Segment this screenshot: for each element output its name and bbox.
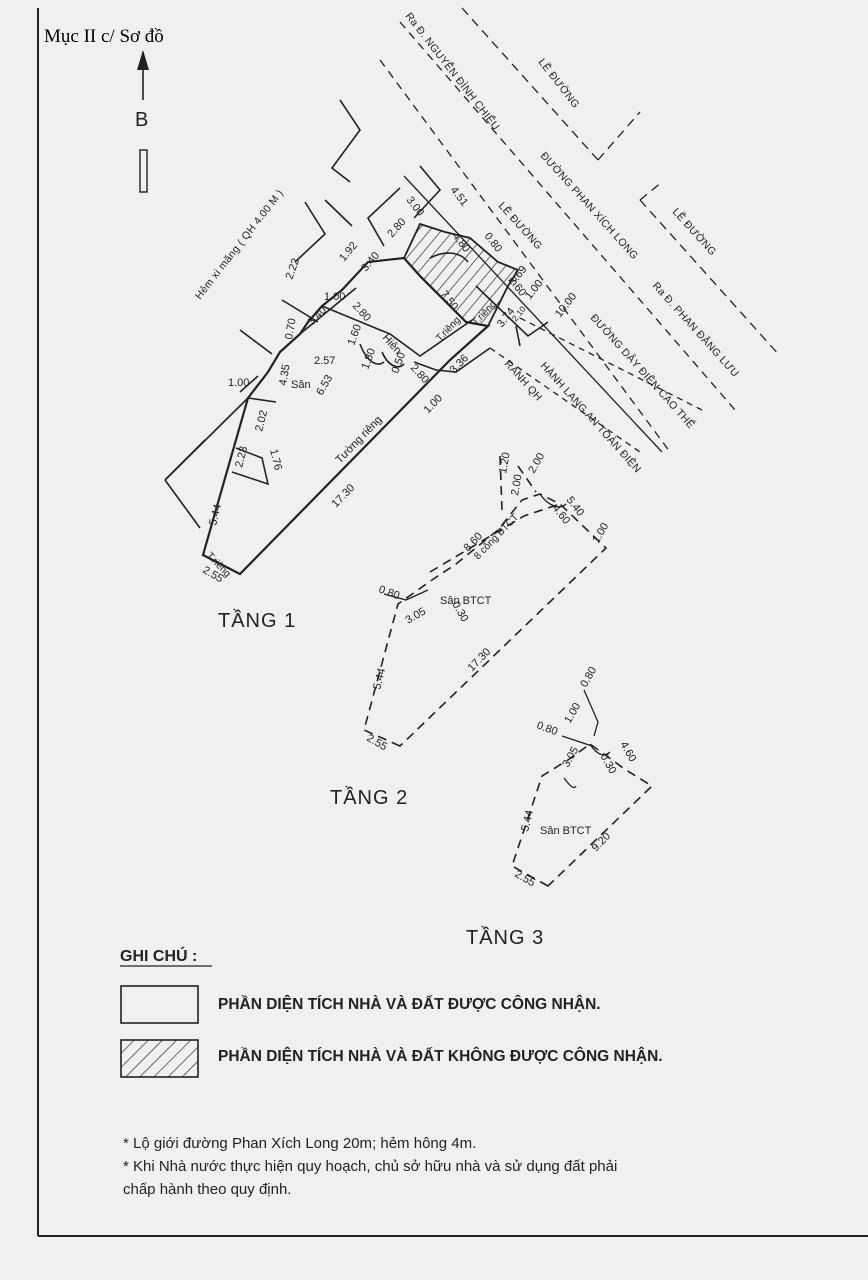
floor1-dimensions: 3.00 4.51 2.80 4.80 0.80 1.92 3.40 2.22 … xyxy=(201,184,580,585)
floor3-solid xyxy=(561,689,611,789)
svg-text:1.00: 1.00 xyxy=(590,521,611,546)
svg-text:2.23: 2.23 xyxy=(233,445,250,469)
street-lines xyxy=(379,7,781,453)
svg-text:2.02: 2.02 xyxy=(253,409,270,433)
svg-text:1.00: 1.00 xyxy=(523,278,546,302)
north-label: B xyxy=(135,109,148,131)
svg-text:1.00: 1.00 xyxy=(324,291,345,303)
svg-text:1.92: 1.92 xyxy=(337,240,360,264)
note-line-3: chấp hành theo quy định. xyxy=(123,1181,291,1198)
svg-text:0.80: 0.80 xyxy=(377,584,401,603)
svg-text:2.22: 2.22 xyxy=(284,257,303,281)
legend-not-recognized-label: PHẦN DIỆN TÍCH NHÀ VÀ ĐẤT KHÔNG ĐƯỢC CÔN… xyxy=(218,1047,663,1065)
svg-text:1.00: 1.00 xyxy=(562,701,583,726)
svg-text:3.05: 3.05 xyxy=(404,605,429,626)
svg-text:ĐƯỜNG DÂY ĐIỆN CAO THẾ: ĐƯỜNG DÂY ĐIỆN CAO THẾ xyxy=(588,311,698,431)
floor3-dimensions: 0.80 1.00 0.80 4.60 3.05 0.30 5.44 9.20 … xyxy=(513,665,639,889)
svg-text:2.55: 2.55 xyxy=(513,868,538,889)
svg-text:0.30: 0.30 xyxy=(597,752,618,777)
floor2-solid xyxy=(383,493,567,601)
notes: * Lộ giới đường Phan Xích Long 20m; hẻm … xyxy=(123,1135,617,1198)
svg-text:5.44: 5.44 xyxy=(371,667,388,691)
floor1-plan xyxy=(164,99,549,576)
svg-text:Hẻm xi măng ( QH 4.00 M ): Hẻm xi măng ( QH 4.00 M ) xyxy=(193,187,286,301)
floor3-title: TẦNG 3 xyxy=(466,926,544,949)
svg-text:LỀ ĐƯỜNG: LỀ ĐƯỜNG xyxy=(496,199,545,252)
north-arrow: B xyxy=(135,50,149,193)
san-label: Sân xyxy=(291,379,311,391)
svg-text:1.00: 1.00 xyxy=(228,377,249,389)
header-title: Mục II c/ Sơ đồ xyxy=(44,26,164,47)
svg-text:17.30: 17.30 xyxy=(330,482,358,510)
legend-recognized-swatch xyxy=(120,985,199,1024)
svg-text:9.20: 9.20 xyxy=(590,830,614,854)
note-line-2: * Khi Nhà nước thực hiện quy hoạch, chủ … xyxy=(123,1158,617,1175)
page-frame xyxy=(37,8,868,1237)
svg-text:17.30: 17.30 xyxy=(466,646,494,674)
floor1-title: TẦNG 1 xyxy=(218,609,296,632)
legend-not-recognized-swatch xyxy=(120,1039,199,1078)
note-line-1: * Lộ giới đường Phan Xích Long 20m; hẻm … xyxy=(123,1135,476,1152)
svg-text:1.76: 1.76 xyxy=(267,448,284,472)
san-btct-label-3: Sân BTCT xyxy=(540,825,592,837)
svg-text:2.55: 2.55 xyxy=(365,732,390,753)
svg-text:6.53: 6.53 xyxy=(314,373,335,398)
floor3-labels: Sân BTCT xyxy=(540,825,592,837)
svg-text:0.50: 0.50 xyxy=(390,351,409,375)
svg-text:5.44: 5.44 xyxy=(519,809,536,833)
legend: GHI CHÚ : PHẦN DIỆN TÍCH NHÀ VÀ ĐẤT ĐƯỢC… xyxy=(120,946,663,1078)
svg-text:ĐƯỜNG PHAN XÍCH LONG: ĐƯỜNG PHAN XÍCH LONG xyxy=(538,149,641,262)
svg-text:5.44: 5.44 xyxy=(207,503,224,527)
svg-text:1.00: 1.00 xyxy=(422,392,446,416)
svg-text:3.00: 3.00 xyxy=(404,194,427,218)
svg-text:1.60: 1.60 xyxy=(346,323,365,347)
legend-recognized-label: PHẦN DIỆN TÍCH NHÀ VÀ ĐẤT ĐƯỢC CÔNG NHẬN… xyxy=(218,995,601,1013)
svg-text:LỀ ĐƯỜNG: LỀ ĐƯỜNG xyxy=(670,205,719,258)
floor3-plan xyxy=(511,743,654,887)
svg-text:4.60: 4.60 xyxy=(617,740,638,765)
svg-text:4.51: 4.51 xyxy=(448,184,471,208)
svg-text:LỀ ĐƯỜNG: LỀ ĐƯỜNG xyxy=(536,56,583,111)
svg-text:2.00: 2.00 xyxy=(526,451,547,476)
svg-text:4.35: 4.35 xyxy=(277,363,293,386)
legend-heading: GHI CHÚ : xyxy=(120,946,197,965)
svg-text:2.80: 2.80 xyxy=(350,300,373,324)
svg-text:2.80: 2.80 xyxy=(385,216,408,240)
svg-text:Ra Đ. NGUYỄN ĐÌNH CHIỂU: Ra Đ. NGUYỄN ĐÌNH CHIỂU xyxy=(403,10,503,133)
svg-text:2.57: 2.57 xyxy=(314,355,335,367)
svg-text:0.80: 0.80 xyxy=(535,720,559,739)
svg-text:2.00: 2.00 xyxy=(509,473,525,496)
floor2-plan xyxy=(363,455,608,747)
svg-text:0.70: 0.70 xyxy=(283,317,299,340)
floor2-title: TẦNG 2 xyxy=(330,786,408,809)
tuong-rieng-label: Tường riêng xyxy=(334,414,385,466)
svg-text:0.80: 0.80 xyxy=(578,665,599,690)
svg-text:10.00: 10.00 xyxy=(553,291,579,320)
svg-text:1.20: 1.20 xyxy=(497,451,513,474)
svg-text:3.36: 3.36 xyxy=(448,352,472,376)
svg-text:3.05: 3.05 xyxy=(560,745,581,770)
floor2-labels: Sân BTCT 8 công BTCT xyxy=(440,512,521,607)
san-btct-label: Sân BTCT xyxy=(440,595,492,607)
